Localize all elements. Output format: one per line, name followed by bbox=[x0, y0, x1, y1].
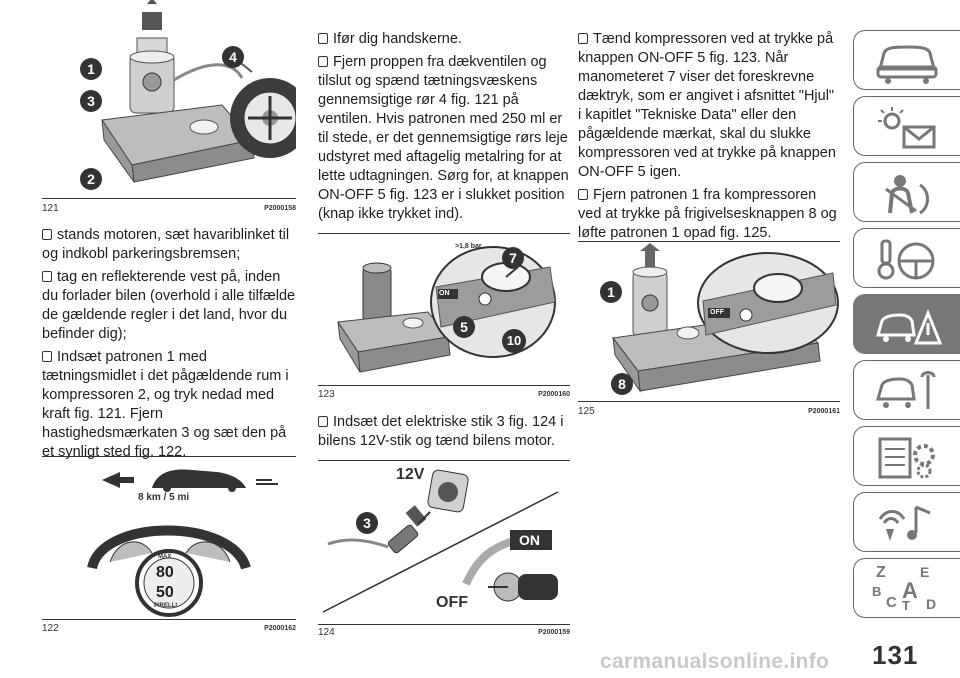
figure-number: 121 bbox=[42, 203, 59, 214]
col3-text: Tænd kompressoren ved at trykke på knapp… bbox=[578, 30, 840, 247]
figure-rule bbox=[578, 401, 840, 402]
index-letter: E bbox=[920, 564, 930, 580]
bullet-icon bbox=[318, 33, 328, 44]
figure-rule bbox=[318, 385, 570, 386]
on-label: ON bbox=[439, 290, 450, 297]
plug-ignition-illustration bbox=[322, 469, 559, 613]
callout-1: 1 bbox=[600, 281, 622, 303]
figure-rule bbox=[318, 233, 570, 234]
figure-number: 125 bbox=[578, 406, 595, 417]
figure-code: P2000161 bbox=[808, 408, 840, 415]
paragraph: Indsæt det elektriske stik 3 fig. 124 i … bbox=[318, 414, 564, 449]
figure-125: OFF 1 8 125 P2000161 bbox=[578, 241, 840, 421]
index-letter: T bbox=[902, 598, 910, 613]
callout-1: 1 bbox=[80, 58, 102, 80]
paragraph: tag en reflekterende vest på, inden du f… bbox=[42, 269, 296, 342]
car-dashboard-icon bbox=[876, 45, 938, 84]
paragraph: Indsæt patronen 1 med tætningsmidlet i d… bbox=[42, 349, 289, 460]
tab-dashboard[interactable] bbox=[853, 30, 960, 90]
off-label: OFF bbox=[710, 309, 724, 316]
technical-data-icon bbox=[878, 437, 935, 479]
figure-rule bbox=[42, 456, 296, 457]
gauge-top-value: 80 bbox=[156, 564, 174, 581]
paragraph: Ifør dig handskerne. bbox=[318, 30, 570, 49]
on-label: ON bbox=[519, 532, 540, 548]
tab-warning-lights[interactable] bbox=[853, 96, 960, 156]
multimedia-icon bbox=[878, 505, 931, 541]
bullet-icon bbox=[578, 33, 588, 44]
figure-code: P2000159 bbox=[538, 629, 570, 636]
index-letter: Z bbox=[876, 564, 886, 581]
paragraph: stands motoren, sæt havariblinket til og… bbox=[42, 227, 290, 262]
compressor-gauge-illustration bbox=[337, 246, 556, 373]
figure-rule bbox=[42, 619, 296, 620]
callout-5: 5 bbox=[453, 316, 475, 338]
cartridge-removal-illustration bbox=[612, 243, 839, 393]
paragraph: Fjern proppen fra dækventilen og tilslut… bbox=[318, 54, 569, 222]
tab-maintenance[interactable] bbox=[853, 360, 960, 420]
paragraph: Fjern patronen 1 fra kompressoren ved at… bbox=[578, 187, 837, 241]
gauge-ring-bottom: PIRELLI bbox=[154, 603, 178, 609]
tab-multimedia[interactable] bbox=[853, 492, 960, 552]
bullet-icon bbox=[42, 229, 52, 240]
tab-emergency[interactable] bbox=[853, 294, 960, 354]
figure-rule bbox=[42, 198, 296, 199]
figure-code: P2000162 bbox=[264, 625, 296, 632]
watermark: carmanualsonline.info bbox=[600, 650, 830, 673]
gauge-bottom-value: 50 bbox=[156, 584, 174, 601]
paragraph: Tænd kompressoren ved at trykke på knapp… bbox=[578, 31, 836, 180]
gauge-ring-top: MAX bbox=[158, 554, 172, 560]
bullet-icon bbox=[318, 416, 328, 427]
callout-3: 3 bbox=[80, 90, 102, 112]
index-letter: A bbox=[902, 578, 918, 603]
figure-number: 123 bbox=[318, 389, 335, 400]
figure-number: 124 bbox=[318, 627, 335, 638]
maintenance-icon bbox=[876, 371, 936, 409]
index-letter: B bbox=[872, 584, 882, 599]
col1-text: stands motoren, sæt havariblinket til og… bbox=[42, 226, 296, 466]
12v-label: 12V bbox=[396, 466, 425, 483]
figure-code: P2000160 bbox=[538, 391, 570, 398]
index-icon: Z E B A C T D bbox=[872, 564, 942, 614]
speed-limit-label: 8 km / 5 mi bbox=[138, 492, 190, 503]
callout-7: 7 bbox=[502, 247, 524, 269]
col2-text-mid: Indsæt det elektriske stik 3 fig. 124 i … bbox=[318, 413, 570, 455]
callout-2: 2 bbox=[80, 168, 102, 190]
speed-sticker-illustration bbox=[87, 469, 278, 617]
index-letter: C bbox=[886, 594, 897, 611]
callout-4: 4 bbox=[222, 46, 244, 68]
safety-airbag-icon bbox=[885, 175, 929, 215]
page-number: 131 bbox=[872, 640, 919, 670]
figure-number: 122 bbox=[42, 623, 59, 634]
figure-rule bbox=[318, 624, 570, 625]
figure-code: P2000158 bbox=[264, 205, 296, 212]
starting-driving-icon bbox=[877, 239, 935, 280]
callout-10: 10 bbox=[502, 329, 526, 353]
callout-3: 3 bbox=[356, 512, 378, 534]
emergency-icon bbox=[876, 308, 942, 345]
figure-122: 8 km / 5 mi MAX 80 50 PIRELLI 122 P20001… bbox=[42, 456, 296, 636]
figure-rule bbox=[578, 241, 840, 242]
tab-starting-driving[interactable] bbox=[853, 228, 960, 288]
warning-lights-icon bbox=[878, 107, 936, 149]
figure-124: 12V 3 ON OFF 124 P2000159 bbox=[318, 460, 570, 640]
bullet-icon bbox=[318, 56, 328, 67]
compressor-illustration bbox=[101, 0, 296, 183]
figure-123: >1,8 bar ON 7 5 10 123 P2000160 bbox=[318, 233, 570, 411]
off-label: OFF bbox=[436, 594, 468, 611]
bullet-icon bbox=[42, 271, 52, 282]
bullet-icon bbox=[578, 189, 588, 200]
figure-rule bbox=[318, 460, 570, 461]
tab-safety[interactable] bbox=[853, 162, 960, 222]
pressure-label: >1,8 bar bbox=[455, 243, 482, 250]
figure-121: 1 4 3 2 121 P2000158 bbox=[42, 0, 296, 215]
callout-8: 8 bbox=[611, 373, 633, 395]
index-letter: D bbox=[926, 596, 937, 612]
col2-text-top: Ifør dig handskerne. Fjern proppen fra d… bbox=[318, 30, 570, 228]
tab-technical-data[interactable] bbox=[853, 426, 960, 486]
tab-index[interactable]: Z E B A C T D bbox=[853, 558, 960, 618]
bullet-icon bbox=[42, 351, 52, 362]
